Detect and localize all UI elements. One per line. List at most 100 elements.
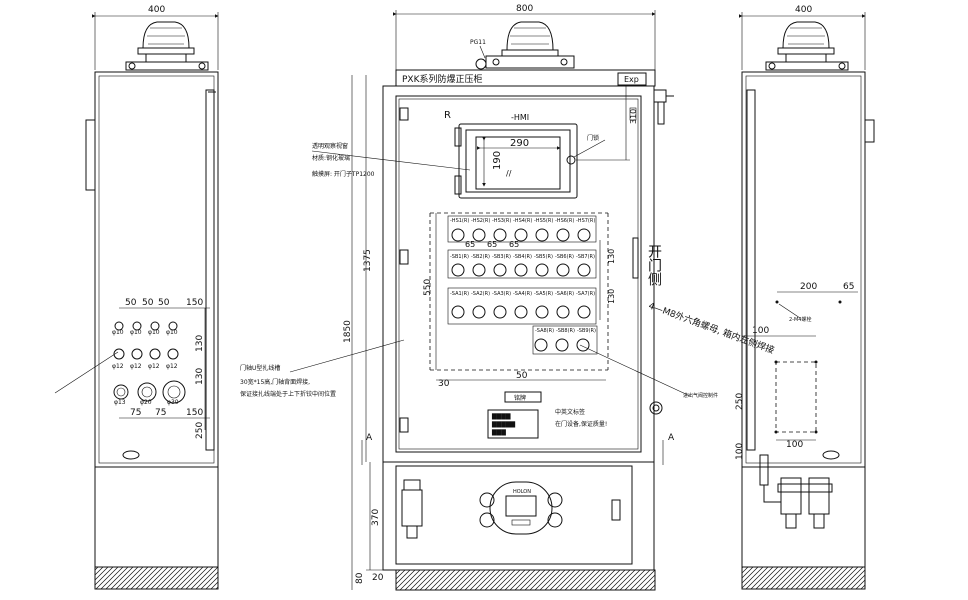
- svg-text:φ12: φ12: [112, 363, 124, 370]
- svg-text:-SA7(R): -SA7(R): [576, 291, 595, 297]
- svg-text:130: 130: [607, 249, 616, 264]
- svg-text:130: 130: [195, 368, 205, 385]
- hmi-label: -HMI: [511, 113, 529, 122]
- svg-text:-SB6(R): -SB6(R): [555, 254, 574, 260]
- svg-text:2-M4螺栓: 2-M4螺栓: [789, 316, 811, 323]
- svg-text:65: 65: [843, 282, 854, 292]
- svg-text:-SB7(R): -SB7(R): [576, 254, 595, 260]
- svg-text:▇▇▇: ▇▇▇: [491, 429, 506, 436]
- svg-text:30: 30: [438, 379, 450, 389]
- svg-text:透明观察视窗: 透明观察视窗: [312, 142, 348, 150]
- svg-text:A: A: [668, 433, 675, 443]
- svg-text:130: 130: [195, 335, 205, 352]
- svg-text:550: 550: [423, 279, 433, 296]
- svg-text:-SB2(R): -SB2(R): [471, 254, 490, 260]
- svg-text:-SA2(R): -SA2(R): [471, 291, 490, 297]
- svg-text:φ12: φ12: [148, 363, 160, 370]
- svg-text:φ12: φ12: [166, 363, 178, 370]
- svg-text:-SA3(R): -SA3(R): [492, 291, 511, 297]
- dim-190: 190: [492, 151, 503, 170]
- svg-text:触摸屏: 开门子TP1200: 触摸屏: 开门子TP1200: [312, 170, 375, 178]
- svg-text:130: 130: [607, 289, 616, 304]
- svg-text:-SB3(R): -SB3(R): [492, 254, 511, 260]
- svg-text:310: 310: [629, 109, 638, 124]
- svg-text:1850: 1850: [343, 320, 353, 343]
- svg-text:φ10: φ10: [112, 329, 124, 336]
- svg-text:-SA1(R): -SA1(R): [450, 291, 469, 297]
- front-view: 800 PG11 PXK系列防爆正压柜 Exp -HMI R: [240, 4, 718, 591]
- svg-text:65: 65: [509, 240, 519, 249]
- svg-text:φ10: φ10: [130, 329, 142, 336]
- svg-text:铭牌: 铭牌: [514, 394, 526, 402]
- left-side-view: 400 φ10 φ10 φ10 φ10 φ12 φ12 φ12 φ12: [54, 5, 219, 590]
- svg-text:中英文标签: 中英文标签: [555, 408, 585, 416]
- svg-text:φ12: φ12: [130, 363, 142, 370]
- svg-text:50: 50: [142, 298, 154, 308]
- svg-text:进出气阀控制件: 进出气阀控制件: [683, 392, 718, 399]
- svg-text:20: 20: [372, 573, 384, 583]
- svg-text:150: 150: [186, 408, 203, 418]
- svg-text:200: 200: [800, 282, 817, 292]
- dim-290: 290: [510, 138, 529, 149]
- svg-text:75: 75: [130, 408, 141, 418]
- svg-text:65: 65: [487, 240, 497, 249]
- svg-text:-SA4(R): -SA4(R): [513, 291, 532, 297]
- svg-text:-SA5(R): -SA5(R): [534, 291, 553, 297]
- svg-text:80: 80: [355, 572, 365, 584]
- svg-text:▇▇▇▇▇: ▇▇▇▇▇: [491, 421, 515, 428]
- svg-text:门轴U型扎线槽: 门轴U型扎线槽: [240, 364, 280, 372]
- svg-text:HOLON: HOLON: [513, 489, 531, 495]
- svg-text:-SB9(R): -SB9(R): [577, 328, 596, 334]
- switch-panel: -HS1(R) -HS2(R) -HS3(R) -HS4(R) -HS5(R) …: [429, 212, 616, 371]
- svg-text:100: 100: [735, 443, 745, 460]
- svg-text:φ10: φ10: [148, 329, 160, 336]
- svg-text:-SA6(R): -SA6(R): [555, 291, 574, 297]
- svg-text:开门侧: 开门侧: [646, 244, 662, 286]
- svg-text:-HS3(R): -HS3(R): [492, 218, 511, 224]
- svg-text:65: 65: [465, 240, 475, 249]
- svg-text:在门设备,保证质量!: 在门设备,保证质量!: [555, 420, 607, 428]
- svg-text:φ10: φ10: [166, 329, 178, 336]
- controller-enclosure: HOLON: [479, 481, 563, 535]
- svg-text:-SA8(R): -SA8(R): [535, 328, 554, 334]
- svg-text:φ20: φ20: [140, 399, 152, 406]
- svg-text:30宽*15高,门轴背面焊接,: 30宽*15高,门轴背面焊接,: [240, 378, 310, 386]
- svg-text:150: 150: [186, 298, 203, 308]
- svg-text:-HS4(R): -HS4(R): [513, 218, 532, 224]
- svg-text:PG11: PG11: [470, 39, 486, 46]
- svg-text:保证接扎线端处于上下折铰中间位置: 保证接扎线端处于上下折铰中间位置: [240, 390, 336, 398]
- svg-text:-HS2(R): -HS2(R): [471, 218, 490, 224]
- dim-800: 800: [516, 4, 533, 14]
- svg-text:370: 370: [371, 509, 381, 526]
- svg-text:50: 50: [125, 298, 137, 308]
- svg-text:50: 50: [158, 298, 170, 308]
- svg-text:φ30: φ30: [167, 399, 179, 406]
- svg-text:50: 50: [516, 371, 528, 381]
- svg-text:-SB1(R): -SB1(R): [450, 254, 469, 260]
- svg-text:-HS1(R): -HS1(R): [450, 218, 469, 224]
- cabinet-title: PXK系列防爆正压柜: [402, 73, 483, 85]
- svg-text:1375: 1375: [363, 249, 373, 272]
- svg-text:100: 100: [786, 440, 803, 450]
- svg-text:-SB8(R): -SB8(R): [556, 328, 575, 334]
- gland-holes-left: φ10 φ10 φ10 φ10 φ12 φ12 φ12 φ12 φ13 φ20 …: [112, 321, 186, 406]
- svg-text:-HS5(R): -HS5(R): [534, 218, 553, 224]
- svg-text:-HS6(R): -HS6(R): [555, 218, 574, 224]
- svg-text:100: 100: [752, 326, 769, 336]
- svg-text:250: 250: [735, 393, 745, 410]
- svg-text:材质:钢化玻璃: 材质:钢化玻璃: [312, 154, 350, 162]
- svg-text:▇▇▇▇: ▇▇▇▇: [491, 413, 511, 420]
- svg-text:-HS7(R): -HS7(R): [576, 218, 595, 224]
- svg-text:φ13: φ13: [114, 399, 126, 406]
- svg-text:门锁: 门锁: [587, 134, 599, 142]
- svg-text:A: A: [366, 433, 373, 443]
- dim-400-right: 400: [795, 5, 812, 15]
- svg-text:75: 75: [155, 408, 166, 418]
- svg-text://: //: [506, 169, 512, 178]
- svg-text:250: 250: [195, 422, 205, 439]
- r-label: R: [444, 110, 451, 121]
- svg-text:-SB5(R): -SB5(R): [534, 254, 553, 260]
- svg-text:-SB4(R): -SB4(R): [513, 254, 532, 260]
- right-side-view: 400 200 65 2-M4螺栓 100 250 100 100: [735, 5, 875, 590]
